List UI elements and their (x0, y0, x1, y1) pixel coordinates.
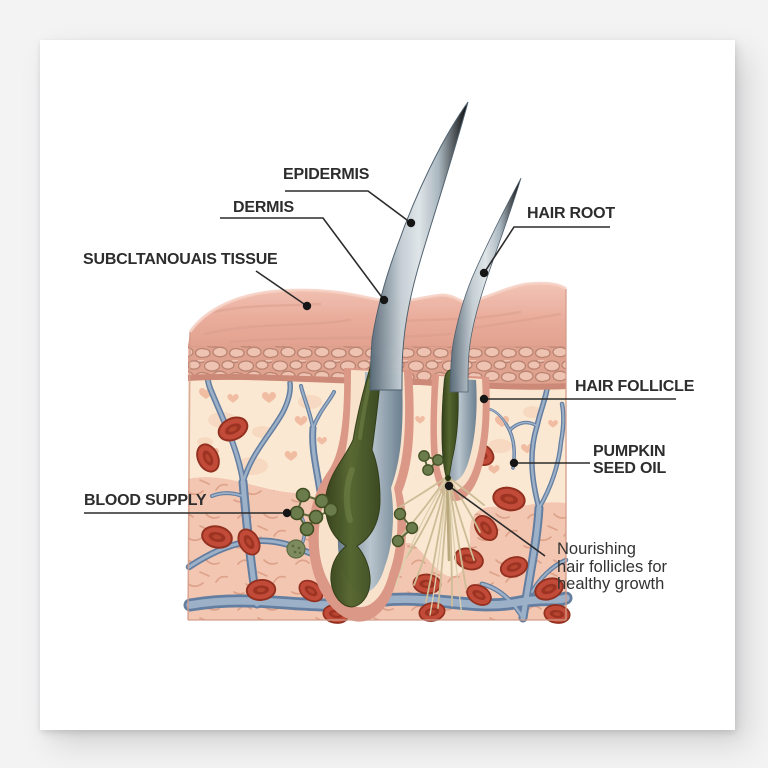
label-dermis: DERMIS (233, 199, 295, 216)
hair-shaft-large (369, 101, 469, 391)
oil-filled-follicle-bulb (324, 354, 382, 608)
note-line1: Nourishing (557, 540, 636, 558)
skin-block (183, 101, 573, 626)
seed-particle (286, 539, 306, 559)
block-edges (187, 289, 567, 621)
label-hair-follicle: HAIR FOLLICLE (575, 378, 695, 395)
note-nourishing: Nourishing hair follicles for healthy gr… (557, 540, 668, 594)
note-line2: hair follicles for (557, 557, 668, 576)
label-blood-supply: BLOOD SUPPLY (84, 492, 207, 509)
hair-shaft-small (449, 177, 522, 393)
label-hair-root: HAIR ROOT (527, 205, 615, 222)
hair-follicle-large (308, 354, 414, 622)
leader-dots (282, 218, 519, 518)
label-pumpkin-seed-oil: PUMPKIN SEED OIL (593, 443, 667, 478)
label-pumpkin-seed-oil-line2: SEED OIL (593, 459, 667, 477)
leader-lines (84, 190, 676, 557)
label-subcutaneous-tissue: SUBCLTANOUAIS TISSUE (83, 251, 278, 268)
note-line3: healthy growth (557, 575, 665, 593)
hair-follicle-small (395, 369, 490, 617)
label-pumpkin-seed-oil-line1: PUMPKIN (593, 443, 666, 460)
oil-molecules (286, 450, 444, 559)
label-epidermis: EPIDERMIS (283, 166, 370, 183)
